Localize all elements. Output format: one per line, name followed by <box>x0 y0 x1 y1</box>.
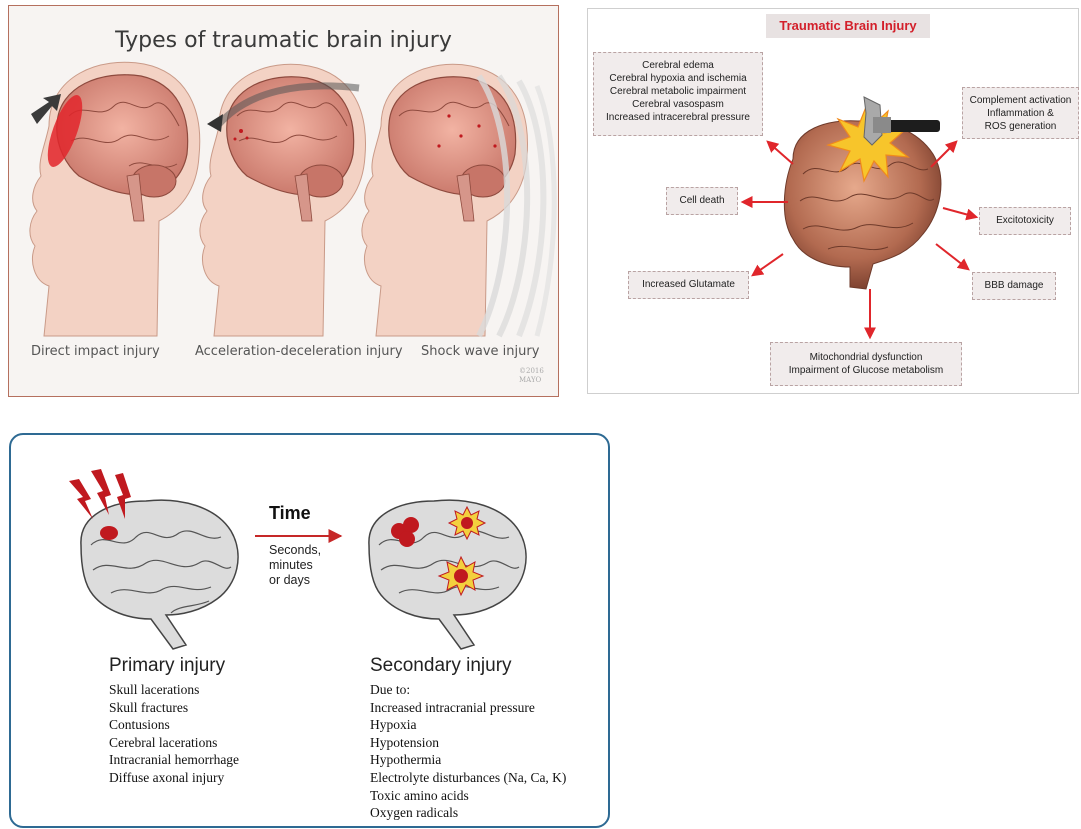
primary-secondary-injury-panel: Time Seconds, minutes or days Primary in… <box>9 433 610 828</box>
primary-injury-list: Skull lacerations Skull fractures Contus… <box>109 681 239 787</box>
list-item: Oxygen radicals <box>370 804 566 822</box>
caption-acceleration-deceleration: Acceleration-deceleration injury <box>195 344 403 359</box>
tbi-mechanisms-panel: Traumatic Brain Injury Cerebral edema Ce… <box>587 8 1079 394</box>
list-item: Hypotension <box>370 734 566 752</box>
box-line: Inflammation & <box>963 107 1078 120</box>
box-line: Cerebral metabolic impairment <box>594 85 762 98</box>
box-cell-death: Cell death <box>666 187 738 215</box>
box-excitotoxicity: Excitotoxicity <box>979 207 1071 235</box>
head-acceleration-deceleration <box>200 64 366 336</box>
list-item: Hypothermia <box>370 751 566 769</box>
tbi-title: Traumatic Brain Injury <box>766 14 930 38</box>
primary-injury-title: Primary injury <box>109 655 225 677</box>
box-line: Cerebral vasospasm <box>594 98 762 111</box>
list-item: Increased intracranial pressure <box>370 699 566 717</box>
list-item: Diffuse axonal injury <box>109 769 239 787</box>
caption-direct-impact: Direct impact injury <box>31 344 160 359</box>
box-cerebral-effects: Cerebral edema Cerebral hypoxia and isch… <box>593 52 763 136</box>
box-line: Complement activation <box>963 94 1078 107</box>
secondary-injury-list: Due to: Increased intracranial pressure … <box>370 681 566 822</box>
list-item: Skull fractures <box>109 699 239 717</box>
time-sub-line: Seconds, <box>269 543 321 558</box>
types-of-tbi-panel: Types of traumatic brain injury Direct i… <box>8 5 559 397</box>
head-shock-wave <box>362 64 554 336</box>
list-item: Hypoxia <box>370 716 566 734</box>
copyright-owner: MAYO <box>519 376 544 385</box>
box-line: Increased intracerebral pressure <box>594 111 762 124</box>
list-item: Toxic amino acids <box>370 787 566 805</box>
list-item: Contusions <box>109 716 239 734</box>
box-increased-glutamate: Increased Glutamate <box>628 271 749 299</box>
copyright-year: ©2016 <box>519 367 544 376</box>
list-item: Cerebral lacerations <box>109 734 239 752</box>
lightning-icon <box>69 479 93 519</box>
caption-shock-wave: Shock wave injury <box>421 344 539 359</box>
box-mitochondrial-dysfunction: Mitochondrial dysfunction Impairment of … <box>770 342 962 386</box>
box-line: ROS generation <box>963 120 1078 133</box>
list-item: Due to: <box>370 681 566 699</box>
box-bbb-damage: BBB damage <box>972 272 1056 300</box>
primary-injury-brain <box>69 469 238 649</box>
box-line: Cerebral edema <box>594 59 762 72</box>
list-item: Skull lacerations <box>109 681 239 699</box>
panel-title: Types of traumatic brain injury <box>9 28 558 53</box>
head-direct-impact <box>30 62 200 336</box>
head-illustrations <box>9 6 557 396</box>
time-sublabel: Seconds, minutes or days <box>269 543 321 588</box>
copyright-mark: ©2016 MAYO <box>519 367 544 385</box>
time-label: Time <box>269 503 311 524</box>
time-sub-line: minutes <box>269 558 321 573</box>
box-complement-activation: Complement activation Inflammation & ROS… <box>962 87 1079 139</box>
list-item: Electrolyte disturbances (Na, Ca, K) <box>370 769 566 787</box>
box-line: Impairment of Glucose metabolism <box>771 364 961 377</box>
list-item: Intracranial hemorrhage <box>109 751 239 769</box>
box-line: Mitochondrial dysfunction <box>771 351 961 364</box>
secondary-injury-title: Secondary injury <box>370 655 512 677</box>
time-sub-line: or days <box>269 573 321 588</box>
box-line: Cerebral hypoxia and ischemia <box>594 72 762 85</box>
secondary-injury-brain <box>369 500 526 649</box>
